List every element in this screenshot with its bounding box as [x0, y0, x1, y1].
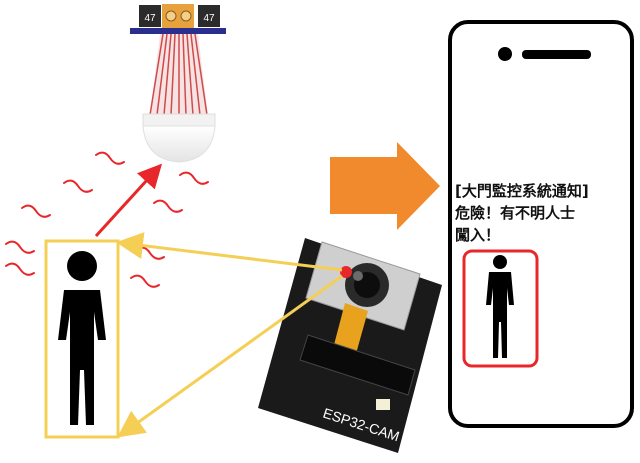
flow-arrow — [330, 142, 440, 230]
flash-led — [376, 399, 390, 410]
potentiometer-knob-icon — [165, 10, 177, 22]
view-line-top — [116, 232, 343, 272]
person-highlight-box — [44, 239, 120, 439]
sensor-board — [130, 28, 226, 34]
pir-sensor: 47 47 — [130, 4, 226, 163]
pir-dome — [142, 125, 216, 163]
motion-waves — [5, 151, 209, 288]
alert-person-icon — [486, 255, 514, 358]
flex-connector — [299, 334, 416, 396]
sensor-pins — [149, 33, 208, 116]
notification-message: [大門監控系統通知] 危險！有不明人士 闖入！ — [455, 180, 625, 246]
sensor-rim — [142, 113, 216, 127]
potentiometer-knob-icon — [180, 10, 192, 22]
alert-photo-frame — [462, 249, 539, 368]
detection-arrow — [94, 163, 163, 238]
notification-line-1: 危險！有不明人士 — [455, 204, 576, 222]
capacitor-left — [139, 5, 161, 27]
phone-speaker — [522, 50, 591, 59]
esp32-cam-module: ESP32-CAM — [258, 238, 442, 453]
capacitor-right-label: 47 — [203, 13, 215, 24]
phone — [448, 20, 634, 428]
view-line-bottom — [117, 274, 343, 438]
notification-line-2: 闖入！ — [455, 226, 501, 244]
person-icon — [58, 251, 106, 425]
camera-lens-icon — [340, 263, 389, 307]
notification-title: [大門監控系統通知] — [455, 182, 589, 200]
phone-camera-icon — [498, 47, 512, 61]
capacitor-right — [198, 5, 220, 27]
capacitor-left-label: 47 — [144, 13, 156, 24]
